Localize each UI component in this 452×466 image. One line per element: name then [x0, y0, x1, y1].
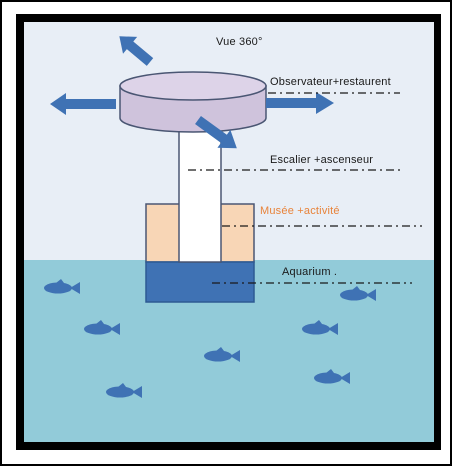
tower-shaft	[178, 125, 222, 263]
fish-icon	[314, 369, 350, 384]
label-museum: Musée +activité	[260, 205, 340, 217]
observatory-disc	[119, 71, 267, 133]
fish-icon	[44, 279, 80, 294]
label-stairs: Escalier +ascenseur	[270, 154, 374, 166]
label-vue-360: Vue 360°	[216, 36, 263, 48]
arrow-up-left-icon	[119, 36, 154, 66]
fish-icon	[340, 286, 376, 301]
fish-icon	[84, 320, 120, 335]
label-aquarium: Aquarium .	[282, 266, 338, 278]
fish-icon	[302, 320, 338, 335]
fish-group	[44, 279, 376, 398]
arrow-down-right-icon	[195, 115, 237, 149]
arrow-right-icon	[266, 92, 334, 114]
label-observatory: Observateur+restaurent	[270, 76, 391, 88]
fish-icon	[204, 347, 240, 362]
arrow-left-icon	[50, 93, 116, 115]
aquarium-block	[145, 261, 255, 303]
fish-icon	[106, 383, 142, 398]
